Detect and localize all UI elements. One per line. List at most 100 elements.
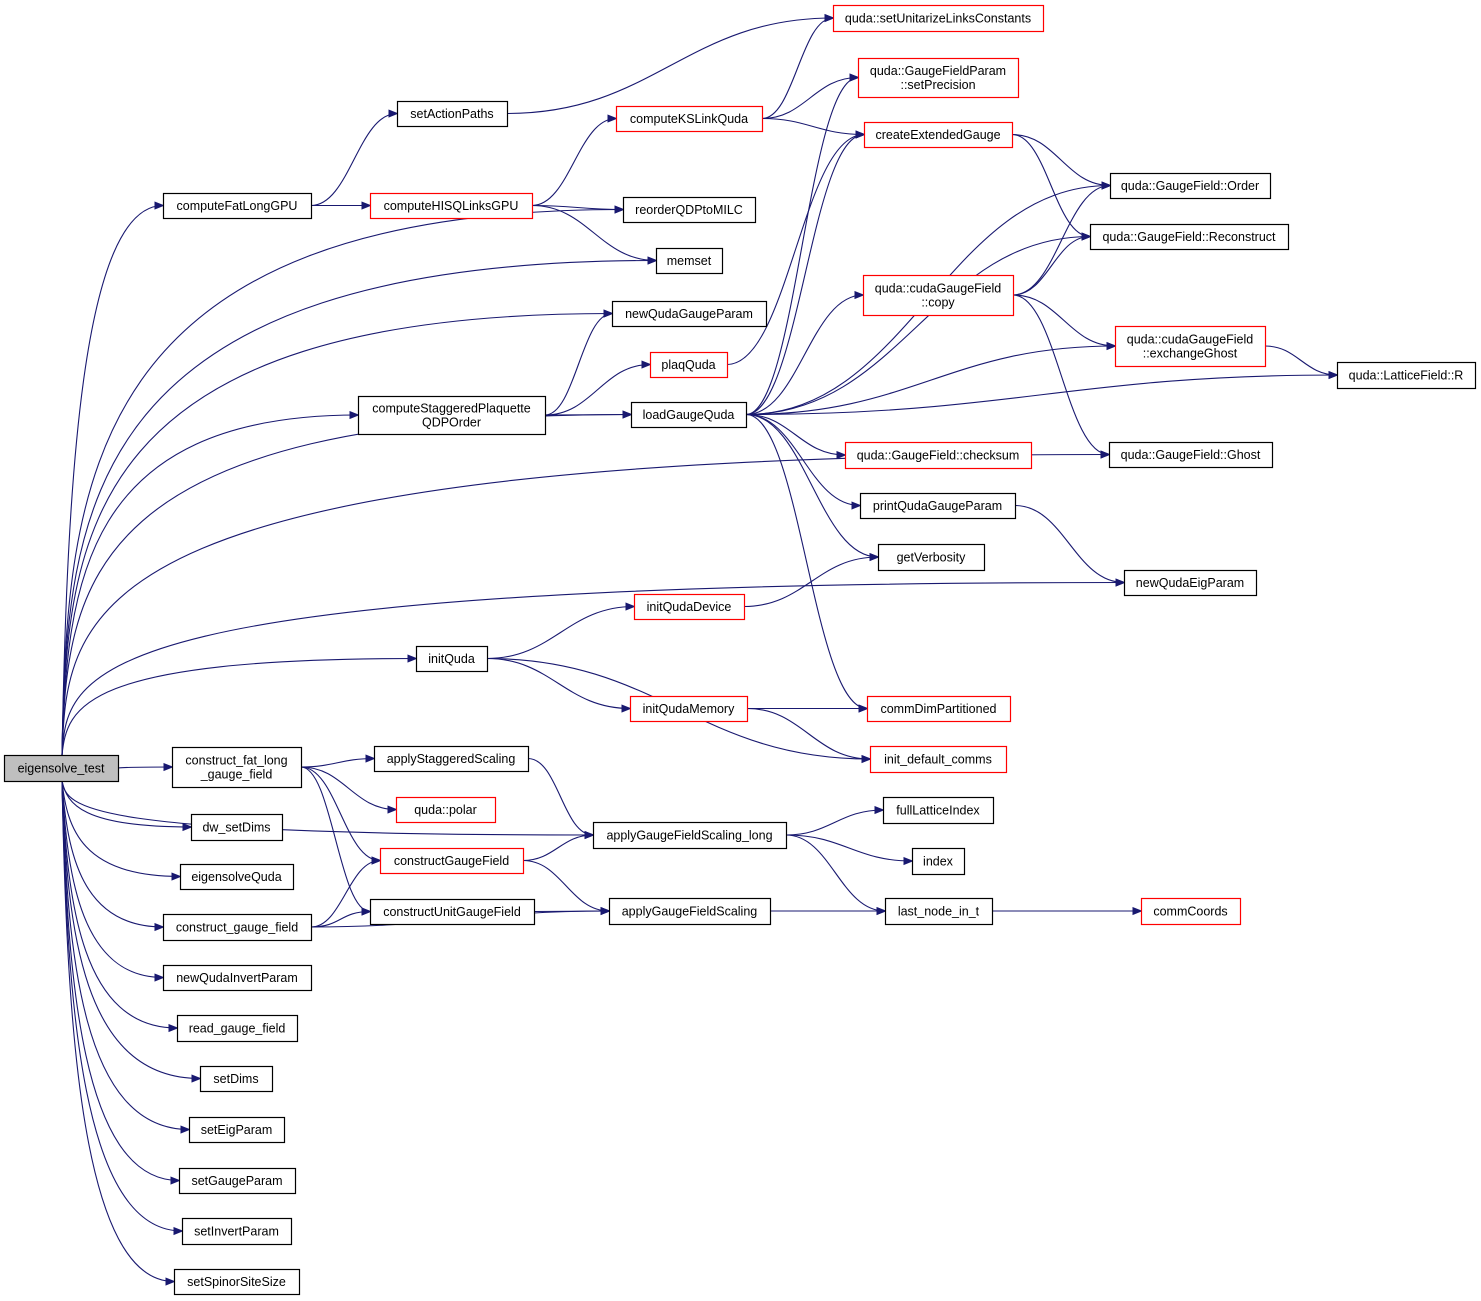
node-applyStaggeredScaling[interactable]: applyStaggeredScaling [373, 745, 530, 773]
node-label: setSpinorSiteSize [187, 1275, 286, 1289]
node-setPrecision[interactable]: quda::GaugeFieldParam::setPrecision [857, 57, 1020, 99]
node-newQudaGaugeParam[interactable]: newQudaGaugeParam [611, 300, 768, 328]
edges-layer [61, 18, 1337, 1282]
node-label: fullLatticeIndex [896, 804, 980, 818]
node-setInvertParam[interactable]: setInvertParam [181, 1217, 293, 1246]
edge-root-to-setInvertParam [61, 780, 182, 1231]
node-polar[interactable]: quda::polar [395, 796, 497, 824]
edge-constructGaugeField-to-applyGFScalingLong [522, 835, 593, 862]
node-box [630, 401, 748, 429]
node-box [1336, 361, 1477, 390]
edge-root-to-newQudaInvertParam [61, 780, 163, 978]
node-initQudaMemory[interactable]: initQudaMemory [629, 695, 749, 723]
node-readGaugeField[interactable]: read_gauge_field [176, 1014, 299, 1043]
node-memset[interactable]: memset [655, 247, 724, 275]
node-label: createExtendedGauge [875, 128, 1000, 142]
node-setEigParam[interactable]: setEigParam [188, 1116, 286, 1144]
edge-constructGauge-to-constructGaugeField [310, 861, 380, 928]
node-box [162, 964, 313, 992]
node-box [866, 695, 1012, 723]
edge-printQudaGaugeParam-to-newQudaEigParam [1014, 504, 1124, 583]
node-applyGFScalingLong[interactable]: applyGaugeFieldScaling_long [592, 821, 788, 850]
node-latticeR[interactable]: quda::LatticeField::R [1336, 361, 1477, 390]
node-newQudaInvertParam[interactable]: newQudaInvertParam [162, 964, 313, 992]
node-constructFatLong[interactable]: construct_fat_long_gauge_field [171, 746, 303, 789]
edge-applyGFScalingLong-to-lastNodeInT [785, 834, 885, 911]
node-lastNodeInT[interactable]: last_node_in_t [884, 897, 994, 926]
node-dwSetDims[interactable]: dw_setDims [190, 813, 284, 842]
node-box [178, 1167, 297, 1195]
node-label: computeHISQLinksGPU [384, 199, 519, 213]
node-newQudaEigParam[interactable]: newQudaEigParam [1123, 569, 1258, 597]
edge-root-to-setEigParam [61, 780, 189, 1130]
node-initDefaultComms[interactable]: init_default_comms [869, 745, 1008, 774]
node-box [179, 863, 295, 891]
node-initQudaDevice[interactable]: initQudaDevice [633, 593, 746, 621]
node-eigensolveQuda[interactable]: eigensolveQuda [179, 863, 295, 891]
node-createExtendedGauge[interactable]: createExtendedGauge [863, 121, 1014, 149]
node-printQudaGaugeParam[interactable]: printQudaGaugeParam [859, 492, 1017, 520]
node-label: construct_gauge_field [176, 921, 298, 935]
node-loadGaugeQuda[interactable]: loadGaugeQuda [630, 401, 748, 429]
node-exchangeGhost[interactable]: quda::cudaGaugeField::exchangeGhost [1114, 325, 1267, 368]
node-commDimPartitioned[interactable]: commDimPartitioned [866, 695, 1012, 723]
node-constructUnitGaugeField[interactable]: constructUnitGaugeField [369, 898, 536, 926]
node-setActionPaths[interactable]: setActionPaths [396, 100, 509, 128]
node-checksum[interactable]: quda::GaugeField::checksum [844, 441, 1033, 470]
edge-root-to-loadGaugeQuda [61, 415, 631, 756]
node-box [862, 274, 1015, 317]
edge-loadGaugeQuda-to-exchangeGhost [745, 346, 1115, 416]
edge-root-to-gfGhost [61, 455, 1109, 756]
node-box [655, 247, 724, 275]
node-box [181, 1217, 293, 1246]
edge-root-to-newQudaEigParam [61, 583, 1124, 756]
node-constructGauge[interactable]: construct_gauge_field [162, 913, 313, 942]
node-box [1140, 897, 1242, 926]
node-gfOrder[interactable]: quda::GaugeField::Order [1109, 172, 1272, 200]
node-computeHISQLinksGPU[interactable]: computeHISQLinksGPU [369, 192, 534, 220]
node-initQuda[interactable]: initQuda [415, 645, 489, 673]
edge-initQuda-to-initQudaMemory [486, 657, 630, 709]
node-index[interactable]: index [911, 847, 966, 876]
node-applyGFScaling[interactable]: applyGaugeFieldScaling [608, 897, 772, 926]
edge-computeStaggeredPlaq-to-loadGaugeQuda [544, 415, 631, 416]
node-label: quda::LatticeField::R [1349, 369, 1464, 383]
node-label: initQudaDevice [647, 600, 732, 614]
node-setUnitarize[interactable]: quda::setUnitarizeLinksConstants [832, 4, 1045, 33]
node-label: initQuda [428, 652, 475, 666]
node-gfReconstruct[interactable]: quda::GaugeField::Reconstruct [1089, 223, 1290, 251]
edge-cudaCopy-to-gfReconstruct [1012, 237, 1090, 296]
node-label: setActionPaths [410, 107, 493, 121]
node-computeKSLinkQuda[interactable]: computeKSLinkQuda [615, 105, 764, 133]
node-commCoords[interactable]: commCoords [1140, 897, 1242, 926]
node-label: commDimPartitioned [880, 702, 996, 716]
node-computeFatLongGPU[interactable]: computeFatLongGPU [162, 192, 313, 220]
node-root[interactable]: eigensolve_test [3, 754, 120, 783]
node-fullLatticeIndex[interactable]: fullLatticeIndex [882, 796, 995, 825]
node-label: init_default_comms [884, 753, 992, 767]
edge-constructFatLong-to-constructUnitGaugeField [300, 766, 370, 912]
node-setSpinorSiteSize[interactable]: setSpinorSiteSize [173, 1268, 301, 1296]
node-label: computeStaggeredPlaquette [372, 402, 530, 416]
node-box [832, 4, 1045, 33]
node-label: quda::GaugeField::Reconstruct [1102, 230, 1276, 244]
edge-constructFatLong-to-polar [300, 766, 396, 810]
node-label: dw_setDims [202, 821, 270, 835]
node-constructGaugeField[interactable]: constructGaugeField [379, 847, 525, 875]
node-plaqQuda[interactable]: plaqQuda [649, 351, 729, 379]
node-gfGhost[interactable]: quda::GaugeField::Ghost [1108, 441, 1274, 469]
node-getVerbosity[interactable]: getVerbosity [877, 543, 986, 572]
node-label: quda::GaugeFieldParam [870, 64, 1006, 78]
edge-initQuda-to-initQudaDevice [486, 607, 634, 660]
node-label: applyGaugeFieldScaling_long [606, 829, 772, 843]
edge-createExtendedGauge-to-gfReconstruct [1011, 133, 1090, 237]
edge-createExtendedGauge-to-gfOrder [1011, 133, 1110, 186]
node-setGaugeParam[interactable]: setGaugeParam [178, 1167, 297, 1195]
node-box [190, 813, 284, 842]
node-reorderQDPtoMILC[interactable]: reorderQDPtoMILC [622, 196, 757, 224]
node-box [1108, 441, 1274, 469]
node-label: setInvertParam [194, 1225, 279, 1239]
node-setDims[interactable]: setDims [199, 1065, 274, 1093]
node-cudaCopy[interactable]: quda::cudaGaugeField::copy [862, 274, 1015, 317]
